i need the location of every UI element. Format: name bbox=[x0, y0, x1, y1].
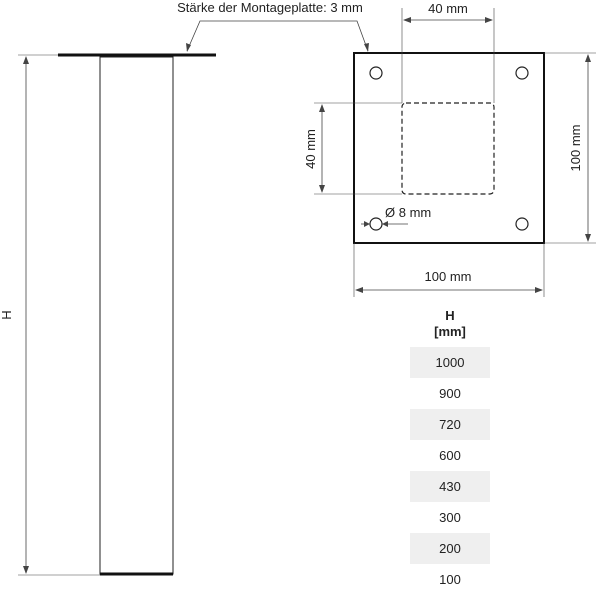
table-row: 720 bbox=[410, 409, 490, 440]
mounting-hole-top-right bbox=[515, 66, 529, 80]
mounting-hole-bottom-left bbox=[369, 217, 383, 231]
table-row: 600 bbox=[439, 448, 461, 463]
post-body bbox=[99, 56, 174, 575]
table-header: H bbox=[445, 308, 455, 323]
side-height-dimension: 40 mm bbox=[303, 102, 402, 195]
mounting-hole-bottom-right bbox=[515, 217, 529, 231]
table-row: 300 bbox=[439, 510, 461, 525]
plate-width-label: 100 mm bbox=[425, 269, 472, 284]
table-row: 1000 bbox=[410, 347, 490, 378]
hole-diameter-label: Ø 8 mm bbox=[385, 205, 431, 220]
height-dimension: H bbox=[0, 54, 100, 576]
side-height-label: 40 mm bbox=[303, 129, 318, 169]
plate-thickness-label: Stärke der Montageplatte: 3 mm bbox=[177, 0, 363, 15]
mounting-hole-top-left bbox=[369, 66, 383, 80]
table-row: 200 bbox=[410, 533, 490, 564]
post-profile-dashed bbox=[401, 102, 495, 195]
plate-thickness-leader: Stärke der Montageplatte: 3 mm bbox=[177, 0, 369, 52]
table-unit: [mm] bbox=[434, 324, 466, 339]
top-width-label: 40 mm bbox=[428, 1, 468, 16]
top-width-dimension: 40 mm bbox=[401, 1, 495, 103]
hole-diameter-callout: Ø 8 mm bbox=[361, 205, 431, 227]
height-table: 1000 900 720 600 430 300 200 100 bbox=[410, 347, 490, 595]
table-row: 100 bbox=[439, 572, 461, 587]
table-row: 900 bbox=[439, 386, 461, 401]
table-row: 430 bbox=[410, 471, 490, 502]
post-side-view bbox=[58, 53, 216, 576]
plate-outline bbox=[353, 52, 545, 244]
height-label: H bbox=[0, 310, 14, 319]
plate-top-view bbox=[353, 52, 545, 244]
plate-height-dimension: 100 mm bbox=[544, 52, 596, 244]
plate-width-dimension: 100 mm bbox=[353, 243, 545, 297]
plate-height-label: 100 mm bbox=[568, 125, 583, 172]
